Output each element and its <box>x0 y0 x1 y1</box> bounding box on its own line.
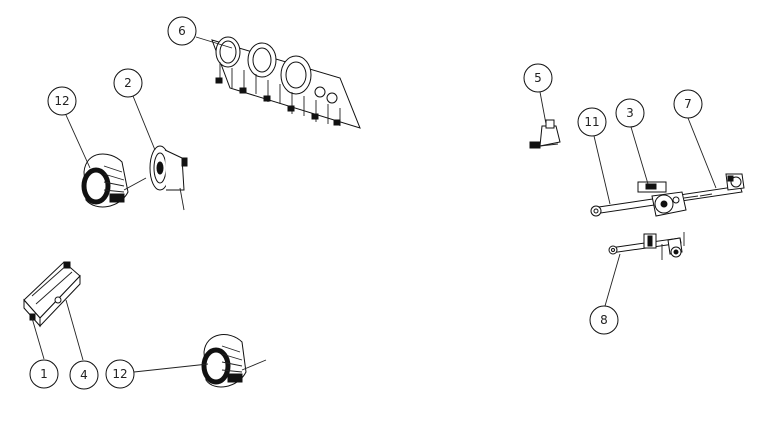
instrument-cluster <box>211 36 361 129</box>
callout-11: 11 <box>577 107 607 137</box>
callout-5: 5 <box>523 63 553 93</box>
callout-label: 7 <box>684 97 692 111</box>
callout-label: 12 <box>54 94 69 108</box>
callout-label: 5 <box>534 71 542 85</box>
callout-label: 2 <box>124 76 132 90</box>
callout-label: 1 <box>40 367 48 381</box>
cable-assembly <box>608 232 685 260</box>
callout-label: 4 <box>80 368 88 382</box>
control-module <box>23 261 81 328</box>
work-light-lower <box>201 334 267 388</box>
callout-label: 8 <box>600 313 608 327</box>
callout-label: 12 <box>112 367 127 381</box>
work-light-upper <box>81 153 147 208</box>
callout-3: 3 <box>615 98 645 128</box>
callout-6: 6 <box>167 16 197 46</box>
callout-1: 1 <box>29 359 59 389</box>
callout-2: 2 <box>113 68 143 98</box>
callout-4: 4 <box>69 360 99 390</box>
callout-label: 3 <box>626 106 634 120</box>
callout-label: 6 <box>178 24 186 38</box>
horn <box>149 145 188 211</box>
callout-label: 11 <box>584 115 599 129</box>
switch-part <box>529 119 561 149</box>
callout-8: 8 <box>589 305 619 335</box>
callout-12-lower: 12 <box>105 359 135 389</box>
callout-7: 7 <box>673 89 703 119</box>
callout-12-upper: 12 <box>47 86 77 116</box>
leader-lines <box>31 36 717 373</box>
handlebar-assembly <box>590 173 745 217</box>
